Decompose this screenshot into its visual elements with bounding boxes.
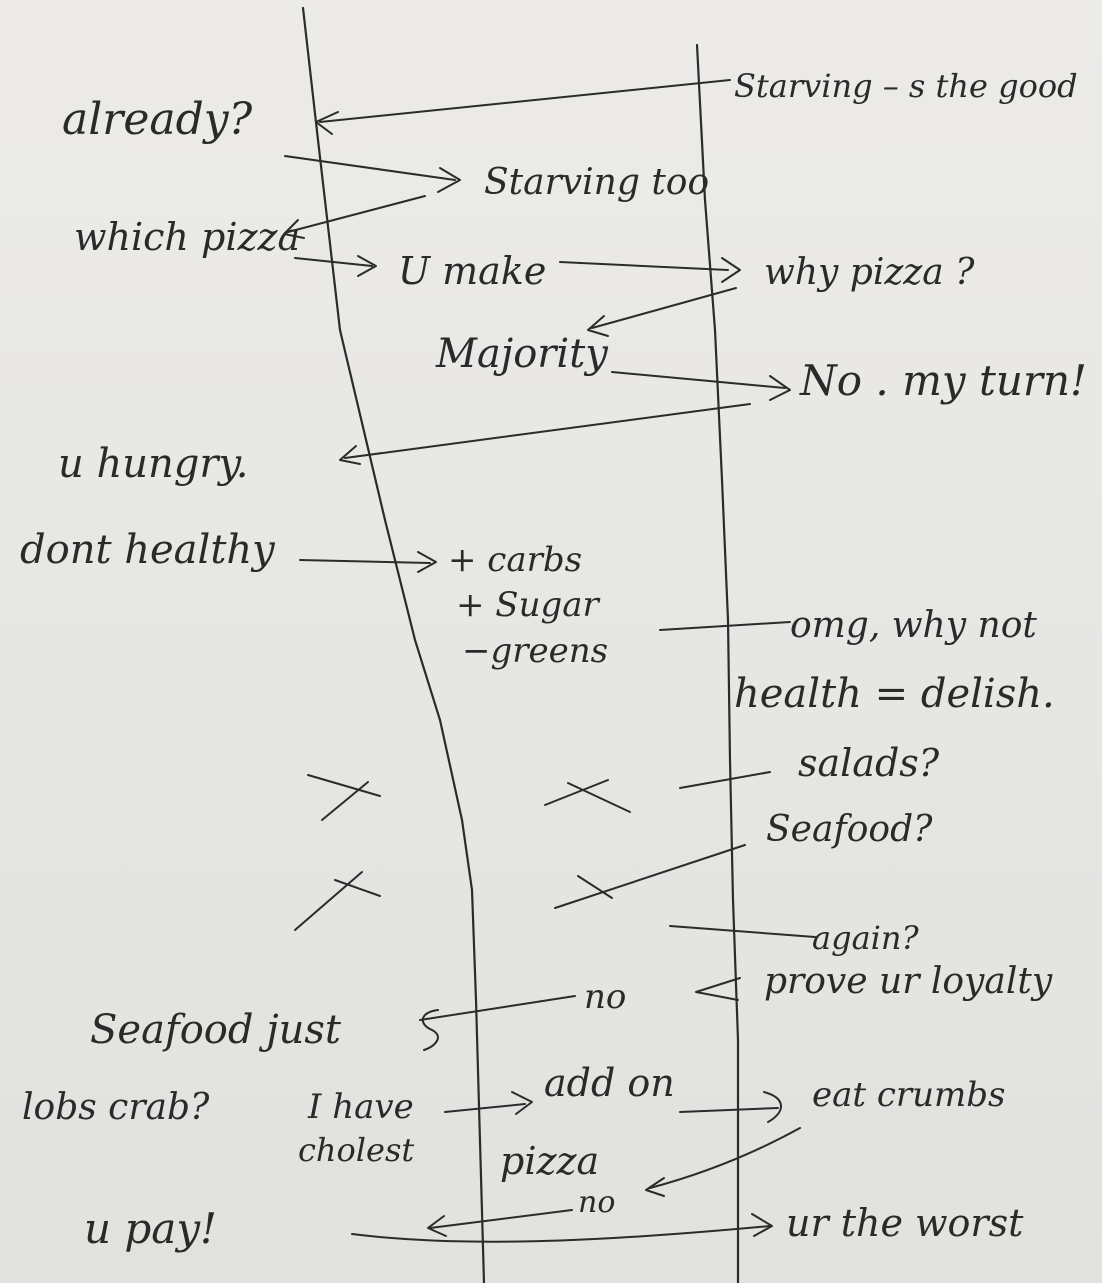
line-greens-to-omg: [659, 621, 791, 631]
arrowhead: [283, 219, 305, 239]
arrowhead: [315, 111, 339, 135]
note-add-on: add on: [544, 1061, 675, 1105]
line-to-again: [669, 925, 816, 938]
arrow-eat-crumbs-to-pizza: [649, 1127, 801, 1189]
note-sugar: + Sugar: [456, 585, 599, 625]
cross-mark: [554, 844, 746, 909]
note-salads: salads?: [798, 741, 940, 785]
arrowhead: [751, 1213, 773, 1237]
arrow-to-which-pizza: [287, 195, 426, 233]
note-omg-why-not: omg, why not: [790, 605, 1037, 646]
note-u-hungry: u hungry.: [58, 441, 249, 487]
arrow-add-on-to-eat-crumbs: [679, 1107, 779, 1113]
arrow-why-pizza-to-majority: [591, 287, 737, 329]
note-again: again?: [812, 919, 919, 957]
note-no-first: no: [584, 977, 627, 1017]
note-why-pizza: why pizza ?: [764, 252, 975, 293]
note-starving-too: Starving too: [484, 162, 710, 203]
note-dont-healthy: dont healthy: [20, 527, 275, 573]
cross-mark: [294, 871, 381, 931]
arrow-u-make-to-why-pizza: [559, 261, 729, 271]
arrowhead: [427, 1215, 447, 1237]
arrow-starving-to-already: [319, 79, 731, 123]
note-lobs-crab: lobs crab?: [22, 1087, 210, 1128]
arrowhead: [645, 1177, 665, 1197]
note-u-make: U make: [398, 249, 547, 293]
note-cholest: cholest: [298, 1131, 415, 1169]
note-pizza: pizza: [500, 1139, 600, 1183]
note-u-pay: u pay!: [84, 1204, 217, 1253]
cross-mark: [544, 779, 631, 813]
note-health-delish: health = delish.: [734, 671, 1055, 717]
note-already: already?: [62, 94, 253, 145]
note-seafood: Seafood?: [766, 809, 933, 850]
note-which-pizza: which pizza: [74, 215, 301, 259]
note-no-my-turn: No . my turn!: [800, 356, 1087, 405]
curved-arrowhead: [763, 1091, 782, 1123]
line-prove-to-no: [695, 977, 741, 1001]
arrowhead: [587, 315, 609, 337]
note-no-second: no: [578, 1185, 616, 1220]
arrow-which-pizza-to-u-make: [294, 257, 373, 267]
line-to-salads: [679, 771, 771, 789]
arrowhead: [721, 257, 741, 283]
note-starving-the-good: Starving – s the good: [734, 67, 1078, 105]
arrow-already-to-starving-too: [284, 155, 456, 181]
note-carbs: + carbs: [448, 540, 583, 580]
left-column-line: [301, 6, 486, 1283]
arrow-majority-to-no: [611, 371, 786, 389]
arrowhead: [769, 375, 791, 401]
arrow-no-to-hungry: [344, 403, 751, 459]
note-eat-crumbs: eat crumbs: [812, 1075, 1006, 1115]
arrow-healthy-to-carbs: [299, 559, 431, 564]
arrow-no-to-seafood-just: [419, 995, 576, 1021]
note-majority: Majority: [436, 331, 608, 377]
arrow-no-to-u-pay: [429, 1209, 573, 1229]
arrowhead: [437, 167, 461, 193]
note-i-have: I have: [308, 1087, 414, 1127]
arrowhead: [339, 445, 361, 465]
note-prove-ur-loyalty: prove ur loyalty: [764, 961, 1053, 1002]
note-greens: −greens: [462, 631, 609, 671]
curly-arrowhead: [422, 1009, 439, 1051]
note-ur-the-worst: ur the worst: [786, 1201, 1024, 1245]
arrowhead: [417, 551, 437, 573]
arrow-cholest-to-add-on: [444, 1103, 526, 1113]
arrowhead: [511, 1091, 533, 1115]
right-column-line: [695, 43, 740, 1283]
arrow-u-pay-to-worst: [351, 1225, 771, 1243]
note-seafood-just: Seafood just: [90, 1007, 341, 1053]
cross-mark: [307, 774, 381, 821]
arrowhead: [357, 255, 377, 277]
